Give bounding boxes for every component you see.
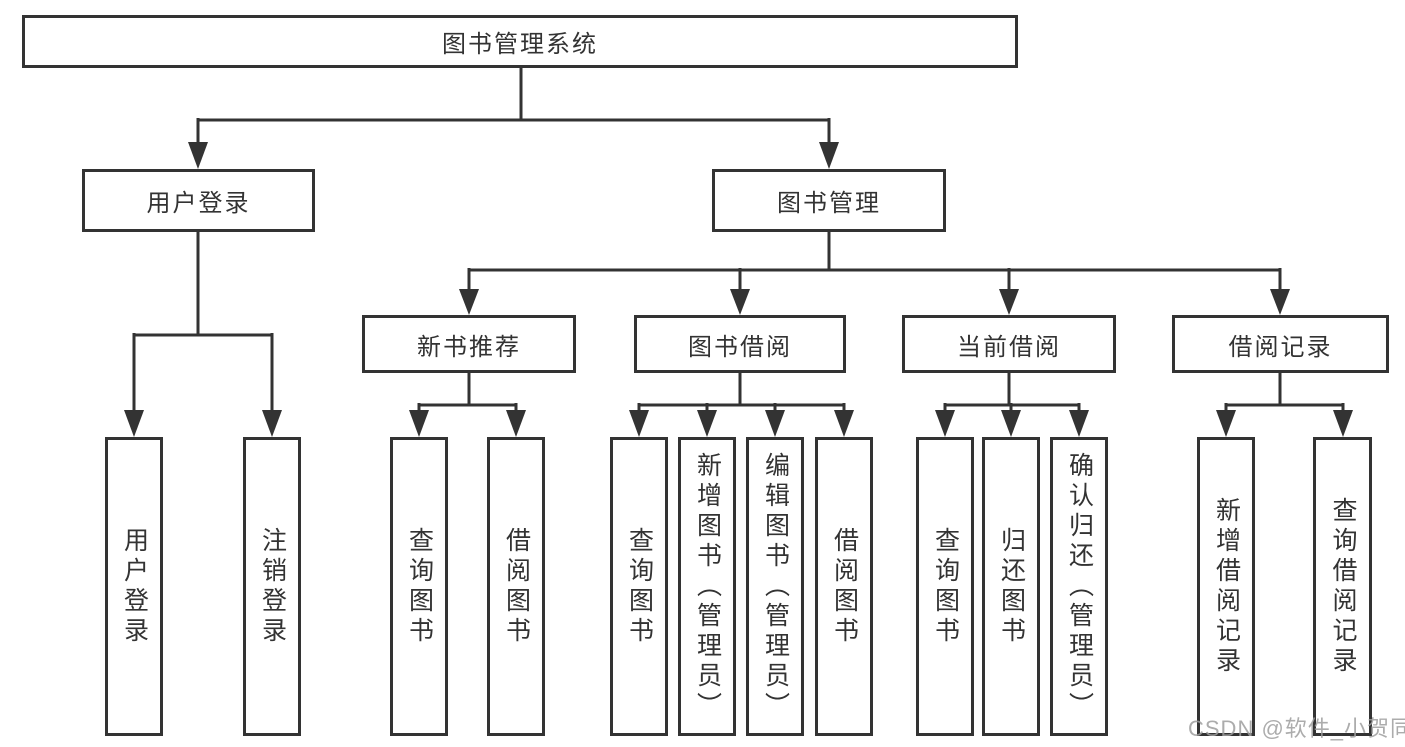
node-label: 用户登录 [120, 526, 149, 647]
node-label: 图书借阅 [688, 333, 792, 361]
node-label: 新书推荐 [417, 333, 521, 361]
node-label: 注销登录 [258, 526, 287, 647]
node-leaf-return-books: 归还图书 [982, 437, 1040, 736]
node-label: 图书管理 [777, 190, 881, 217]
node-book-borrow: 图书借阅 [634, 315, 846, 373]
node-label: 查询图书 [931, 526, 960, 647]
node-label: 归还图书 [997, 526, 1026, 647]
node-leaf-query-books-borrow: 查询图书 [610, 437, 668, 736]
node-label: 新增借阅记录 [1212, 496, 1241, 677]
node-leaf-query-books-recommend: 查询图书 [390, 437, 448, 736]
node-leaf-query-books-current: 查询图书 [916, 437, 974, 736]
node-leaf-query-borrow-record: 查询借阅记录 [1313, 437, 1372, 736]
node-label: 借阅图书 [502, 526, 531, 647]
node-label: 确认归还（管理员） [1065, 451, 1094, 722]
watermark: CSDN @软件_小贺同学 [1188, 716, 1405, 741]
node-leaf-add-borrow-record: 新增借阅记录 [1197, 437, 1255, 736]
node-leaf-logout: 注销登录 [243, 437, 301, 736]
node-user-login: 用户登录 [82, 169, 315, 232]
node-leaf-edit-books-admin: 编辑图书（管理员） [746, 437, 804, 736]
node-label: 图书管理系统 [442, 31, 598, 58]
node-borrow-records: 借阅记录 [1172, 315, 1389, 373]
node-label: 用户登录 [146, 190, 251, 217]
node-library-management-system: 图书管理系统 [22, 15, 1018, 68]
node-label: 借阅图书 [830, 526, 859, 647]
connector-borrow-records-to-leaves [1216, 373, 1353, 437]
node-label: 当前借阅 [957, 333, 1061, 361]
connector-user-login-to-leaves [124, 232, 282, 437]
node-label: 借阅记录 [1228, 333, 1333, 361]
node-current-borrow: 当前借阅 [902, 315, 1116, 373]
connector-current-borrow-to-leaves [935, 373, 1089, 437]
node-leaf-borrow-books: 借阅图书 [815, 437, 873, 736]
node-label: 编辑图书（管理员） [761, 451, 790, 722]
node-leaf-add-books-admin: 新增图书（管理员） [678, 437, 736, 736]
node-book-management: 图书管理 [712, 169, 946, 232]
node-label: 查询借阅记录 [1329, 496, 1357, 677]
connector-root-to-level2 [188, 68, 839, 169]
node-new-book-recommend: 新书推荐 [362, 315, 576, 373]
node-leaf-user-login: 用户登录 [105, 437, 163, 736]
connector-new-book-recommend-to-leaves [409, 373, 526, 437]
node-label: 查询图书 [625, 526, 654, 647]
connector-book-management-to-level3 [459, 232, 1290, 315]
node-label: 新增图书（管理员） [693, 451, 722, 722]
node-leaf-confirm-return-admin: 确认归还（管理员） [1050, 437, 1108, 736]
node-label: 查询图书 [405, 526, 434, 647]
node-leaf-borrow-books-recommend: 借阅图书 [487, 437, 545, 736]
connector-book-borrow-to-leaves [629, 373, 854, 437]
